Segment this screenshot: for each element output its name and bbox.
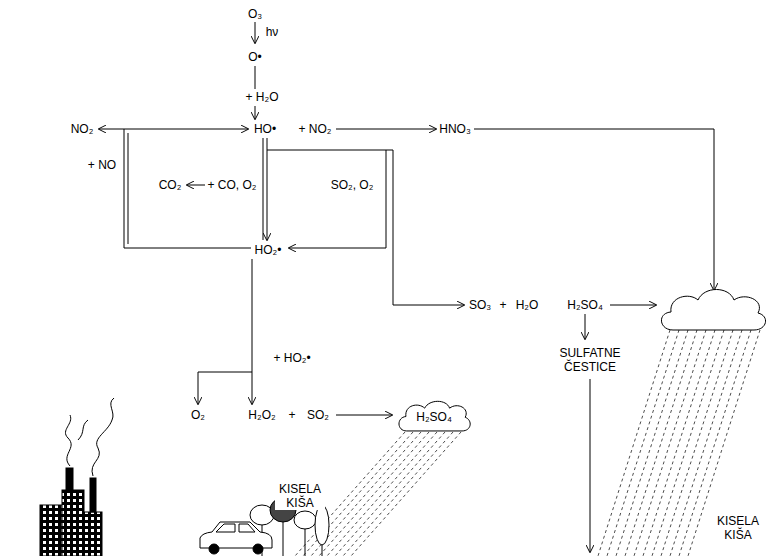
factory-building <box>84 512 102 556</box>
car-body <box>200 522 272 548</box>
rain-cloud <box>661 290 765 331</box>
tree-crown <box>294 511 316 529</box>
photolysis-arrow <box>255 22 256 43</box>
reactant-label: + NO <box>86 158 118 172</box>
reactant-label: + H₂O <box>244 90 281 104</box>
acid-rain-label: KISELA KIŠA <box>275 482 325 510</box>
reaction-arrow <box>585 314 586 339</box>
reaction-arrow <box>255 106 256 119</box>
reaction-arrow <box>474 129 714 290</box>
reactant-label: + CO, O₂ <box>205 178 258 192</box>
rain-line <box>634 330 706 556</box>
smoke <box>92 398 114 476</box>
chemical-species: O₃ <box>246 7 264 21</box>
reaction-arrow <box>99 129 124 130</box>
cloud-shape <box>399 401 470 431</box>
chemical-species: SO₂ <box>305 408 331 422</box>
chemical-species: H₂O <box>514 298 541 312</box>
reaction-arrow <box>187 185 205 186</box>
plus-sign: + <box>497 298 508 312</box>
factory-building <box>62 490 84 556</box>
rain-line <box>311 432 421 556</box>
chemical-species: HO₂• <box>253 243 284 257</box>
particle-label: SULFATNE ČESTICE <box>552 346 628 374</box>
reaction-arrow <box>124 129 248 130</box>
reaction-arrow <box>289 150 386 248</box>
rain-line <box>343 432 453 556</box>
deposition-arrow <box>590 379 591 552</box>
chemical-species: H₂O₂ <box>246 408 277 422</box>
chemical-species: NO₂ <box>69 122 96 136</box>
reactant-label: + HO₂• <box>271 351 312 365</box>
reaction-line <box>128 133 129 244</box>
chemical-species: H₂SO₄ <box>565 298 605 312</box>
factory-chimney <box>90 478 96 512</box>
factory-chimney <box>66 468 73 490</box>
car-window <box>216 524 255 532</box>
rain-line <box>351 432 461 556</box>
car-wheel <box>253 544 263 554</box>
chemical-species: HO• <box>252 122 278 136</box>
smoke <box>65 415 71 466</box>
chemical-species: O• <box>246 50 264 64</box>
smoke <box>78 420 88 440</box>
cloud-node: H₂SO₄ <box>395 396 473 434</box>
reaction-arrow <box>336 415 392 416</box>
rain-line <box>643 330 715 556</box>
rain-line <box>327 432 437 556</box>
factory-building <box>40 505 62 556</box>
car-icon <box>200 522 272 554</box>
reaction-arrow <box>610 305 656 306</box>
acid-rain-label: KISELA KIŠA <box>713 514 763 542</box>
chemical-species: H₂SO₄ <box>416 410 452 424</box>
car-wheel <box>209 544 219 554</box>
reaction-arrow <box>267 138 268 240</box>
reaction-arrow <box>336 129 436 130</box>
light-symbol: hν <box>264 25 281 39</box>
chemical-species: CO₂ <box>157 178 184 192</box>
rain-line <box>625 330 697 556</box>
plus-sign: + <box>286 408 297 422</box>
chemical-species: SO₃ <box>467 298 493 312</box>
reaction-line <box>263 138 264 240</box>
reaction-arrow <box>252 259 253 404</box>
rain-line <box>335 432 445 556</box>
tree-crown <box>315 505 329 545</box>
rain-line <box>319 432 429 556</box>
reactant-label: + NO₂ <box>297 122 334 136</box>
factory-icon <box>40 398 114 556</box>
reaction-arrows <box>99 22 714 552</box>
reaction-arrow <box>393 150 464 305</box>
rain-lines <box>295 330 760 556</box>
chemical-species: O₂ <box>189 408 207 422</box>
reaction-arrow <box>198 372 252 404</box>
reaction-line <box>255 66 256 89</box>
reactant-label: SO₂, O₂ <box>329 178 376 192</box>
reaction-line <box>267 150 393 151</box>
chemical-species: HNO₃ <box>437 122 473 136</box>
